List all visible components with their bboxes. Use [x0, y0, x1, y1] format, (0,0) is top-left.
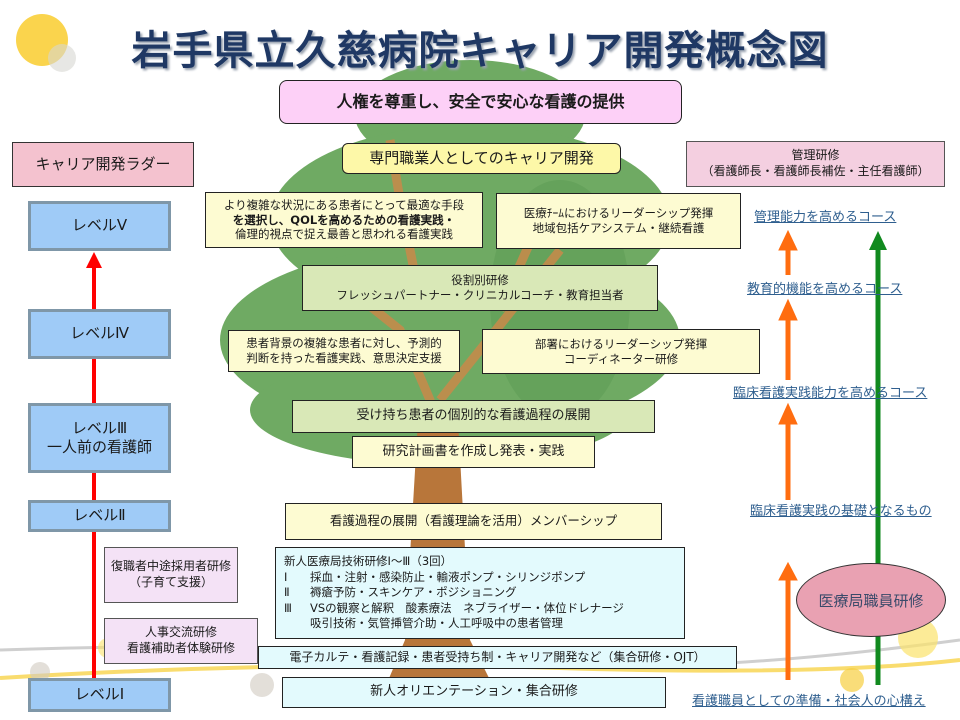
row-text: 採血・注射・感染防止・輸液ポンプ・シリンジポンプ [310, 569, 586, 584]
page-title: 岩手県立久慈病院キャリア開発概念図 [131, 28, 829, 74]
text-line: 倫理的視点で捉え最善と思われる看護実践 [235, 227, 453, 242]
level-label: レベルⅡ [73, 506, 126, 525]
text-line: 医療ﾁｰﾑにおけるリーダーシップ発揮 [523, 206, 714, 221]
level3-nursing-process-box: 受け持ち患者の個別的な看護過程の展開 [292, 400, 655, 433]
orientation-box: 新人オリエンテーション・集合研修 [282, 677, 666, 708]
text-line: 人事交流研修 [144, 625, 217, 640]
level4-practice-box: 患者背景の複雑な患者に対し、予測的 判断を持った看護実践、意思決定支援 [228, 330, 460, 372]
level5-leadership-box: 医療ﾁｰﾑにおけるリーダーシップ発揮 地域包括ケアシステム・継続看護 [496, 193, 741, 249]
text-line: 地域包括ケアシステム・継続看護 [532, 221, 705, 235]
text-line: 部署におけるリーダーシップ発揮 [534, 336, 708, 351]
level-1-box: レベルⅠ [28, 678, 171, 712]
text-line: より複雑な状況にある患者にとって最適な手段 [223, 197, 465, 212]
row-num: Ⅰ [284, 569, 288, 584]
level-label: レベルⅠ [74, 685, 125, 704]
row-text: 褥瘡予防・スキンケア・ポジショニング [310, 585, 517, 600]
level4-leadership-box: 部署におけるリーダーシップ発揮 コーディネーター研修 [482, 329, 760, 374]
career-dev-box: 専門職業人としてのキャリア開発 [342, 143, 621, 174]
text-line: 復職者中途採用者研修 [110, 559, 231, 574]
text-line: 看護過程の展開（看護理論を活用）メンバーシップ [329, 513, 618, 529]
row-text: 吸引技術・気管挿管介助・人工呼吸中の患者管理 [310, 616, 563, 631]
return-training-box: 復職者中途採用者研修 （子育て支援） [104, 547, 238, 603]
text-line: 役割別研修 [451, 273, 509, 288]
tech-row: 吸引技術・気管挿管介助・人工呼吸中の患者管理 [284, 616, 563, 632]
course-link-clinical-basics[interactable]: 臨床看護実践の基礎となるもの [750, 504, 932, 519]
text-line: 看護補助者体験研修 [126, 641, 235, 655]
level-5-box: レベルⅤ [28, 201, 171, 251]
level2-membership-box: 看護過程の展開（看護理論を活用）メンバーシップ [285, 503, 662, 540]
ehr-training-box: 電子カルテ・看護記録・患者受持ち制・キャリア開発など（集合研修・OJT） [258, 646, 737, 669]
staff-training-text: 医療局職員研修 [818, 591, 924, 610]
tech-training-header: 新人医療局技術研修Ⅰ～Ⅲ（3回） [284, 554, 453, 569]
sun-shadow [48, 44, 76, 72]
level3-research-box: 研究計画書を作成し発表・実践 [352, 436, 595, 468]
career-dev-text: 専門職業人としてのキャリア開発 [369, 148, 594, 167]
role-training-box: 役割別研修 フレッシュパートナー・クリニカルコーチ・教育担当者 [302, 265, 658, 311]
orange-arrows [778, 229, 798, 680]
row-num [284, 616, 310, 632]
level-label: レベルⅣ [70, 324, 129, 343]
mission-text: 人権を尊重し、安全で安心な看護の提供 [336, 91, 625, 111]
level-2-box: レベルⅡ [28, 500, 171, 532]
text-line: 判断を持った看護実践、意思決定支援 [246, 351, 442, 365]
course-link-clinical-ability[interactable]: 臨床看護実践能力を高めるコース [733, 386, 928, 401]
decor-dot [840, 668, 864, 692]
course-link-management[interactable]: 管理能力を高めるコース [754, 210, 897, 225]
level-3-box: レベルⅢ 一人前の看護師 [28, 403, 171, 473]
ladder-title-text: キャリア開発ラダー [35, 154, 171, 173]
course-link-education[interactable]: 教育的機能を高めるコース [747, 282, 903, 297]
row-num: Ⅲ [284, 600, 292, 615]
management-title: 管理研修 [791, 148, 840, 163]
text-line: フレッシュパートナー・クリニカルコーチ・教育担当者 [336, 288, 624, 302]
decor-dot [30, 662, 50, 682]
level-label: レベルⅢ [71, 418, 128, 437]
course-link-preparation[interactable]: 看護職員としての準備・社会人の心構え [692, 694, 926, 709]
mission-box: 人権を尊重し、安全で安心な看護の提供 [279, 80, 682, 124]
tech-row: Ⅱ 褥瘡予防・スキンケア・ポジショニング [284, 585, 517, 601]
text-line: 患者背景の複雑な患者に対し、予測的 [246, 336, 442, 351]
exchange-training-box: 人事交流研修 看護補助者体験研修 [104, 618, 258, 664]
level-label: レベルⅤ [71, 216, 128, 235]
decor-dot [250, 673, 274, 697]
level5-practice-box: より複雑な状況にある患者にとって最適な手段 を選択し、QOLを高めるための看護実… [205, 192, 483, 248]
text-line: 研究計画書を作成し発表・実践 [382, 443, 565, 459]
ladder-title-box: キャリア開発ラダー [12, 142, 194, 187]
level-4-box: レベルⅣ [28, 309, 171, 359]
text-line: コーディネーター研修 [563, 351, 679, 366]
text-line: （子育て支援） [128, 575, 213, 589]
tech-training-box: 新人医療局技術研修Ⅰ～Ⅲ（3回） Ⅰ 採血・注射・感染防止・輸液ポンプ・シリンジポ… [275, 547, 685, 639]
level-sublabel: 一人前の看護師 [46, 438, 152, 456]
tech-row: Ⅲ VSの観察と解釈 酸素療法 ネブライザー・体位ドレナージ [284, 601, 624, 617]
management-training-box: 管理研修 （看護師長・看護師長補佐・主任看護師） [686, 141, 945, 187]
text-line: 新人オリエンテーション・集合研修 [370, 684, 578, 700]
tech-row: Ⅰ 採血・注射・感染防止・輸液ポンプ・シリンジポンプ [284, 570, 585, 586]
row-text: VSの観察と解釈 酸素療法 ネブライザー・体位ドレナージ [310, 600, 624, 615]
green-arrow-head [869, 231, 887, 250]
row-num: Ⅱ [284, 585, 290, 600]
ladder-arrow-head [86, 252, 102, 268]
text-line: を選択し、QOLを高めるための看護実践・ [232, 212, 456, 227]
text-line: 受け持ち患者の個別的な看護過程の展開 [356, 408, 591, 424]
management-sub: （看護師長・看護師長補佐・主任看護師） [701, 164, 930, 178]
staff-training-oval: 医療局職員研修 [796, 563, 946, 637]
text-line: 電子カルテ・看護記録・患者受持ち制・キャリア開発など（集合研修・OJT） [289, 649, 706, 664]
